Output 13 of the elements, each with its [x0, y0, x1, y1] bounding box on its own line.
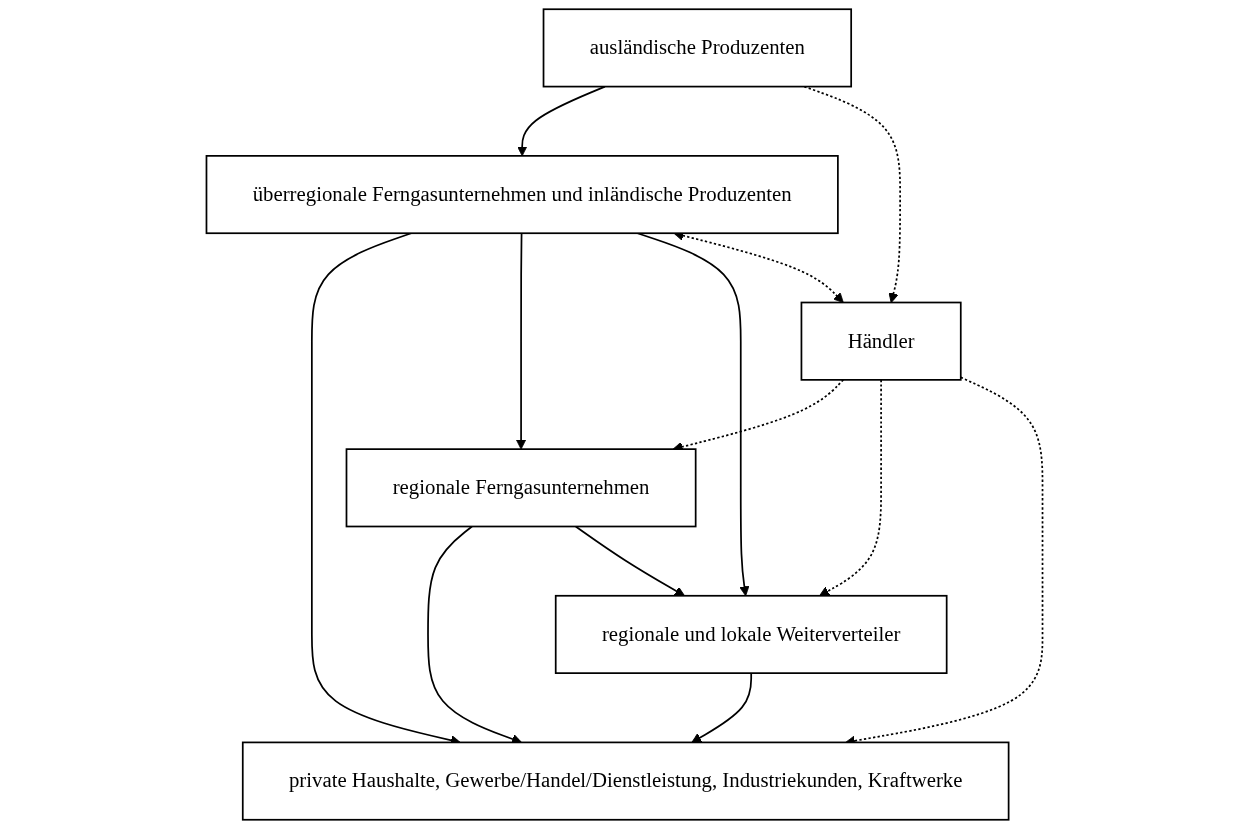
- node-box: regionale und lokale Weiterverteiler: [554, 594, 948, 674]
- arrow: [516, 232, 527, 450]
- arrow: [427, 525, 522, 744]
- arrow: [819, 379, 882, 597]
- arrow: [803, 85, 901, 303]
- arrow: [517, 85, 606, 157]
- node-box: überregionale Ferngasunternehmen und inländische Produzenten: [205, 155, 839, 235]
- node-box: Händler: [800, 301, 962, 381]
- node-box: ausländische Produzenten: [542, 8, 853, 88]
- node-box: regionale Ferngasunternehmen: [345, 448, 697, 528]
- arrow: [691, 672, 753, 743]
- node-box: private Haushalte, Gewerbe/Handel/Dienstleistung, Industriekunden, Kraftwerke: [241, 741, 1010, 821]
- arrow: [574, 525, 685, 597]
